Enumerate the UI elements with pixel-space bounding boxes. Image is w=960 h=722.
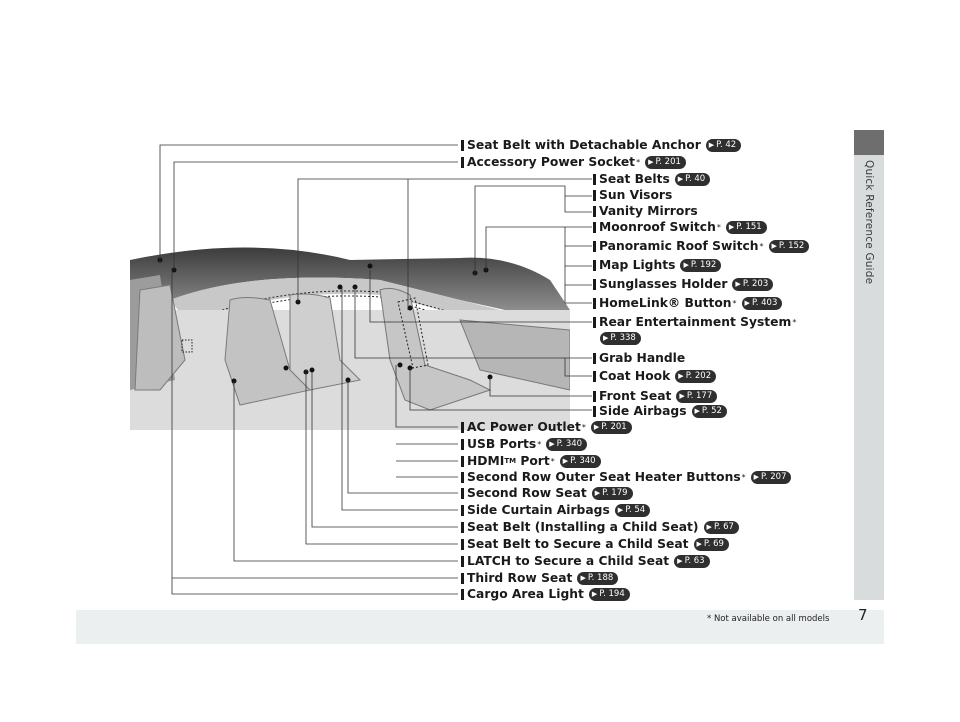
callout-dot <box>309 367 315 373</box>
page-ref-badge[interactable]: ▶P. 40 <box>674 173 711 186</box>
label-third-row-seat: Third Row Seat▶P. 188 <box>461 571 619 586</box>
label-usb-ports: USB Ports*▶P. 340 <box>461 437 588 452</box>
label-cargo-area-light: Cargo Area Light▶P. 194 <box>461 587 630 602</box>
callout-dot <box>231 378 237 384</box>
page-ref-badge[interactable]: ▶P. 201 <box>590 421 632 434</box>
label-sun-visors: Sun Visors <box>593 188 672 203</box>
label-second-row-seat-heater: Second Row Outer Seat Heater Buttons*▶P.… <box>461 470 792 485</box>
callout-dot <box>303 369 309 375</box>
label-panoramic-roof-switch: Panoramic Roof Switch*▶P. 152 <box>593 239 810 254</box>
callout-dot <box>407 365 413 371</box>
callout-dot <box>171 267 177 273</box>
page-ref-badge[interactable]: ▶P. 54 <box>614 504 651 517</box>
label-side-curtain-airbags: Side Curtain Airbags▶P. 54 <box>461 503 651 518</box>
callout-dot <box>352 284 358 290</box>
page-ref-badge[interactable]: ▶P. 151 <box>725 221 767 234</box>
label-side-airbags: Side Airbags▶P. 52 <box>593 404 727 419</box>
leader-vanity-mirrors <box>564 196 592 213</box>
callout-dot <box>295 299 301 305</box>
label-moonroof-switch: Moonroof Switch*▶P. 151 <box>593 220 767 235</box>
footer-band <box>76 610 884 644</box>
callout-dot <box>345 377 351 383</box>
label-seat-belt-installing-child-seat: Seat Belt (Installing a Child Seat)▶P. 6… <box>461 520 739 535</box>
label-coat-hook: Coat Hook▶P. 202 <box>593 369 717 384</box>
label-front-seat: Front Seat▶P. 177 <box>593 389 718 404</box>
callout-dot <box>367 263 373 269</box>
page-ref-badge[interactable]: ▶P. 179 <box>591 487 633 500</box>
label-seat-belts: Seat Belts▶P. 40 <box>593 172 711 187</box>
callout-dot <box>157 257 163 263</box>
label-seat-belt-detachable-anchor: Seat Belt with Detachable Anchor▶P. 42 <box>461 138 742 153</box>
label-homelink-button: HomeLink® Button*▶P. 403 <box>593 296 783 311</box>
page-ref-badge[interactable]: ▶P. 340 <box>559 455 601 468</box>
page-ref-badge[interactable]: ▶P. 188 <box>577 572 619 585</box>
label-latch: LATCH to Secure a Child Seat▶P. 63 <box>461 554 710 569</box>
page-ref-badge[interactable]: ▶P. 42 <box>705 139 742 152</box>
callout-dot <box>407 305 413 311</box>
page-ref-badge[interactable]: ▶P. 192 <box>680 259 722 272</box>
page-ref-badge[interactable]: ▶P. 177 <box>676 390 718 403</box>
callout-dot <box>483 267 489 273</box>
page-ref-badge[interactable]: ▶P. 63 <box>674 555 710 568</box>
page-ref-badge[interactable]: ▶P. 340 <box>546 438 588 451</box>
label-seat-belt-secure-child-seat: Seat Belt to Secure a Child Seat▶P. 69 <box>461 537 729 552</box>
page-ref-badge[interactable]: ▶P. 202 <box>675 370 717 383</box>
label-accessory-power-socket: Accessory Power Socket*▶P. 201 <box>461 155 686 170</box>
footnote: * Not available on all models <box>707 614 830 624</box>
callout-dot <box>472 270 478 276</box>
label-rear-entertainment-ref: ▶P. 338 <box>593 332 641 345</box>
label-second-row-seat: Second Row Seat▶P. 179 <box>461 486 633 501</box>
page-ref-badge[interactable]: ▶P. 67 <box>703 521 739 534</box>
callout-dot <box>337 284 343 290</box>
page-ref-badge[interactable]: ▶P. 69 <box>693 538 729 551</box>
page-ref-badge[interactable]: ▶P. 201 <box>645 156 686 169</box>
page-ref-badge[interactable]: ▶P. 338 <box>600 332 641 345</box>
label-grab-handle: Grab Handle <box>593 351 685 366</box>
page-number: 7 <box>858 606 868 624</box>
page-ref-badge[interactable]: ▶P. 203 <box>732 278 774 291</box>
label-sunglasses-holder: Sunglasses Holder▶P. 203 <box>593 277 774 292</box>
callout-dot <box>283 365 289 371</box>
label-rear-entertainment-system: Rear Entertainment System* <box>593 315 796 330</box>
page-ref-badge[interactable]: ▶P. 194 <box>588 588 630 601</box>
vehicle-interior-illustration <box>130 247 570 430</box>
label-ac-power-outlet: AC Power Outlet*▶P. 201 <box>461 420 632 435</box>
section-tab-marker <box>854 130 884 155</box>
label-vanity-mirrors: Vanity Mirrors <box>593 204 698 219</box>
page-ref-badge[interactable]: ▶P. 152 <box>768 240 810 253</box>
page-ref-badge[interactable]: ▶P. 403 <box>741 297 783 310</box>
label-map-lights: Map Lights▶P. 192 <box>593 258 722 273</box>
section-title: Quick Reference Guide <box>863 160 875 285</box>
callout-dot <box>487 374 493 380</box>
page-ref-badge[interactable]: ▶P. 207 <box>750 471 792 484</box>
section-tab <box>854 130 884 600</box>
page-ref-badge[interactable]: ▶P. 52 <box>691 405 727 418</box>
callout-dot <box>397 362 403 368</box>
